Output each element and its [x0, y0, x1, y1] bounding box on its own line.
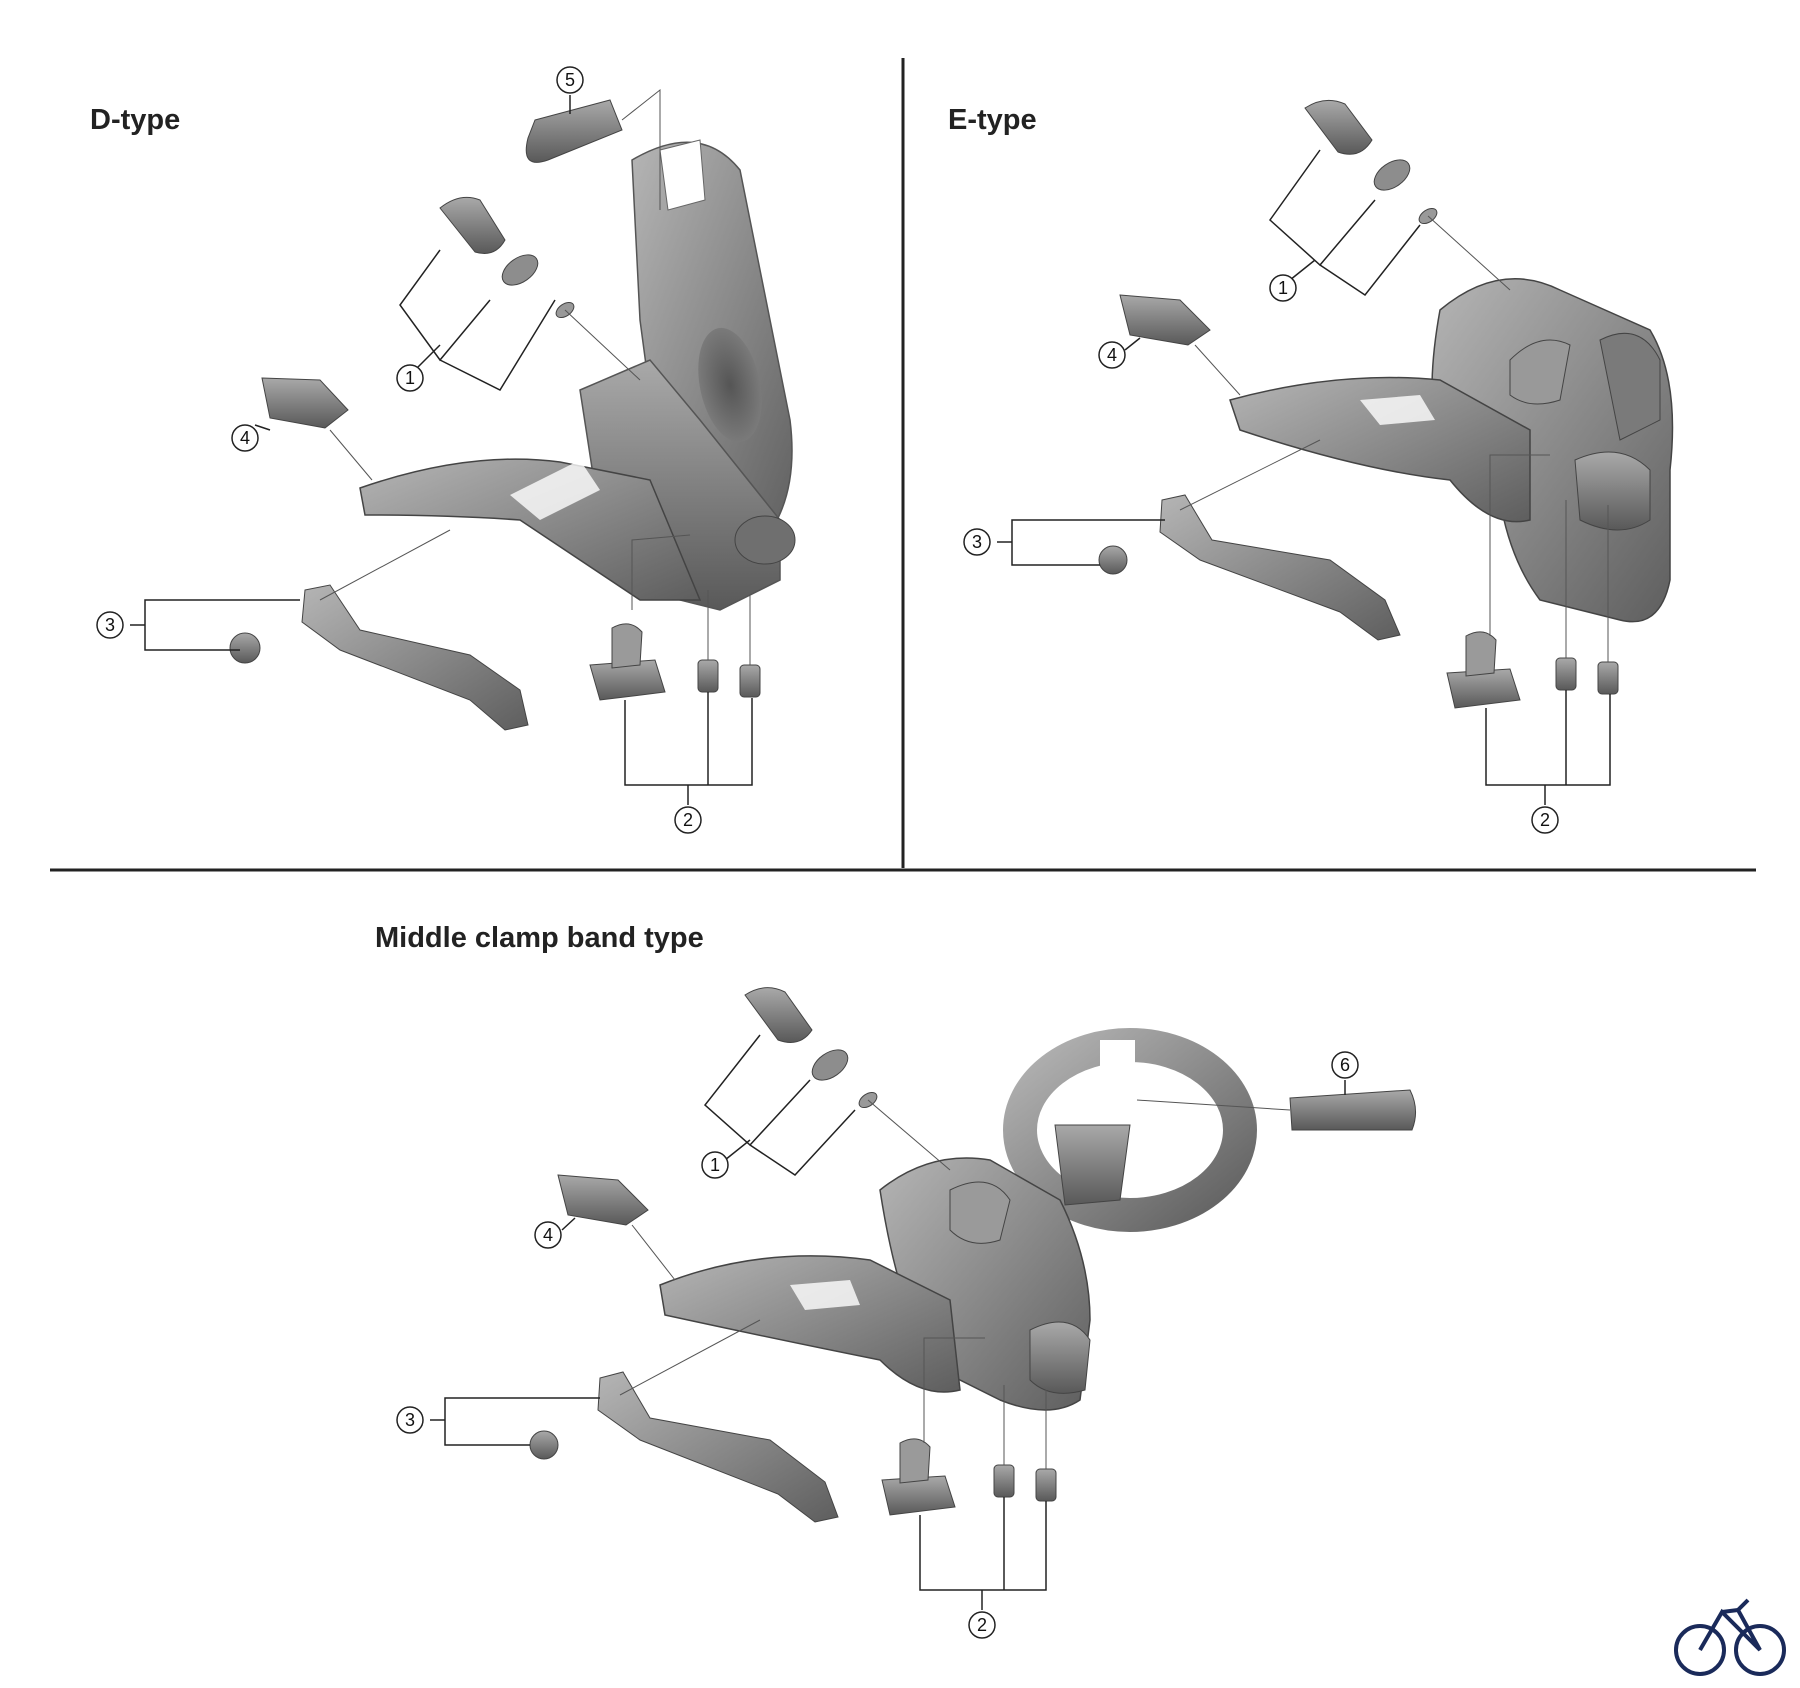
e-type-arm [1574, 451, 1651, 531]
callout-4-d-label: 4 [240, 428, 250, 448]
clamp-band-assembly [430, 987, 1416, 1610]
d-type-bolt-5 [525, 99, 623, 163]
callout-3-e-label: 3 [972, 532, 982, 552]
clamp-band-callouts: 1 6 4 3 2 [396, 1051, 1359, 1639]
clamp-band-spacer-b [1035, 1468, 1057, 1502]
e-type-link-3 [1159, 494, 1401, 641]
panel-title-d-type: D-type [90, 104, 181, 136]
panel-title-middle-clamp: Middle clamp band type [375, 922, 704, 954]
callout-6-m-label: 6 [1340, 1055, 1350, 1075]
bicycle-icon [1674, 1598, 1786, 1676]
callout-3-d-label: 3 [105, 615, 115, 635]
d-type-chain-guide [359, 458, 702, 601]
e-type-cable-clamp [1446, 668, 1521, 709]
e-type-spacer-b [1597, 661, 1619, 695]
clamp-band-link-3 [597, 1371, 839, 1523]
e-type-assembly [997, 99, 1674, 805]
e-type-chain-guide [1229, 376, 1531, 523]
d-type-assembly [130, 88, 796, 805]
callout-1-e-label: 1 [1278, 278, 1288, 298]
clamp-band-cable-clamp [881, 1475, 956, 1516]
callout-5-d-label: 5 [565, 70, 575, 90]
e-type-stopper-4 [1119, 294, 1211, 346]
callout-4-m-label: 4 [543, 1225, 553, 1245]
callout-4-e-label: 4 [1107, 345, 1117, 365]
d-type-stopper-4 [261, 377, 349, 429]
d-type-link-3 [301, 584, 529, 731]
d-type-callouts: 5 1 4 3 2 [96, 66, 702, 834]
d-type-spacer-a [697, 659, 719, 693]
callout-2-e-label: 2 [1540, 810, 1550, 830]
callout-5-d [556, 66, 584, 94]
callout-2-d-label: 2 [683, 810, 693, 830]
callout-3-m-label: 3 [405, 1410, 415, 1430]
panel-title-e-type: E-type [948, 104, 1037, 136]
e-type-spacer-a [1555, 657, 1577, 691]
callout-2-m-label: 2 [977, 1615, 987, 1635]
d-type-spacer-b [739, 664, 761, 698]
callout-1-d-label: 1 [405, 368, 415, 388]
e-type-callouts: 1 4 3 2 [963, 274, 1559, 834]
clamp-band-stopper-4 [557, 1174, 649, 1226]
callout-1-m-label: 1 [710, 1155, 720, 1175]
clamp-band-bolt-6 [1289, 1089, 1416, 1131]
clamp-band-spacer-a [993, 1464, 1015, 1498]
